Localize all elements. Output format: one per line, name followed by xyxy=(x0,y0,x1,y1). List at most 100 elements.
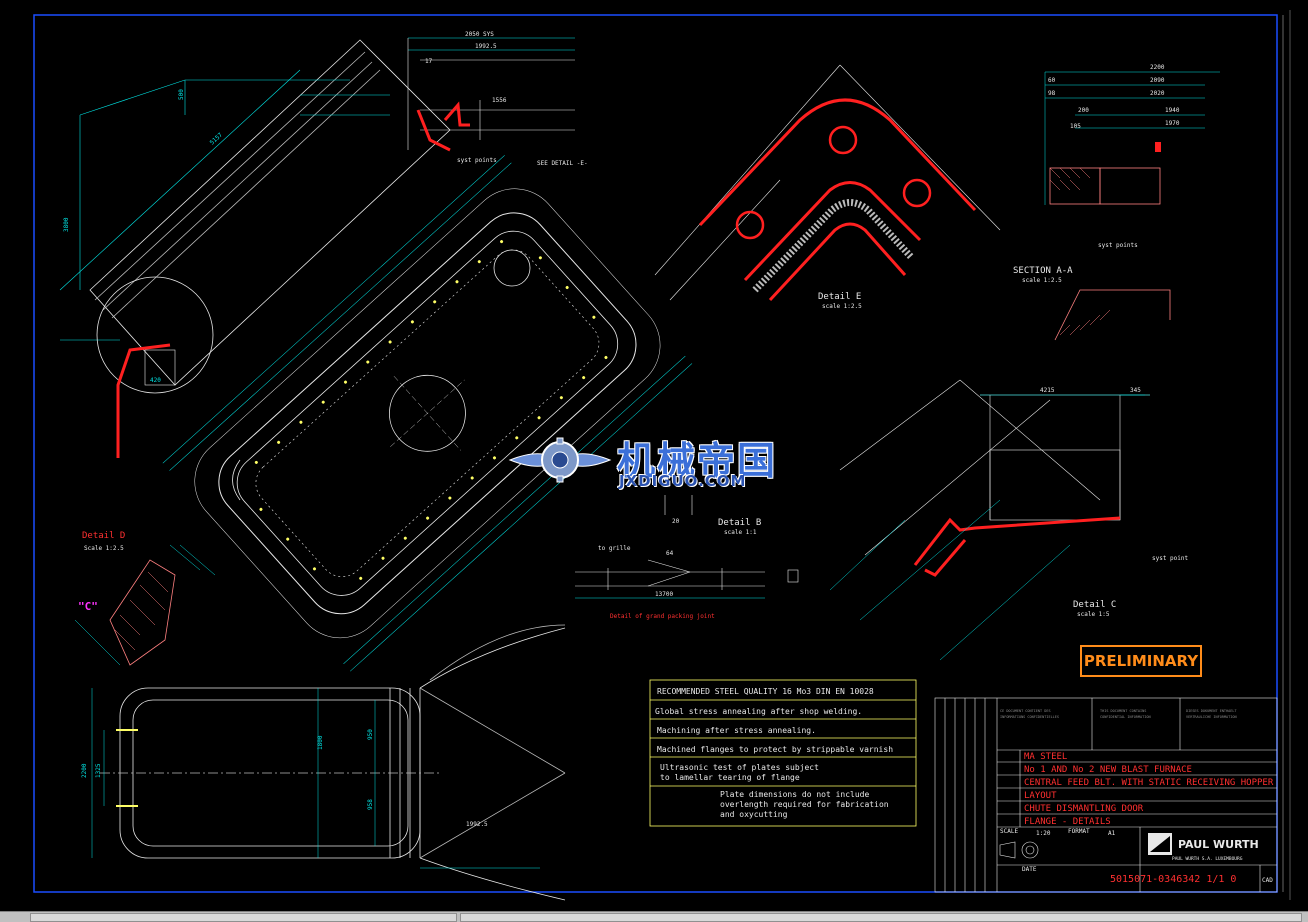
paul-wurth-logo xyxy=(1148,833,1172,855)
watermark-logo: 机械帝国 JXDIGUO.COM xyxy=(505,428,805,492)
tb-title1: CHUTE DISMANTLING DOOR xyxy=(1024,804,1144,814)
tb-system: CENTRAL FEED BLT. WITH STATIC RECEIVING … xyxy=(1024,778,1274,788)
section-aa-title: SECTION A-A xyxy=(1013,266,1073,276)
top-section xyxy=(407,37,575,150)
svg-text:CONFIDENTIAL INFORMATION: CONFIDENTIAL INFORMATION xyxy=(1100,715,1151,719)
detail-c xyxy=(829,379,1150,661)
label-to-grille: to grille xyxy=(598,545,631,552)
detail-c-title: Detail C xyxy=(1073,600,1116,610)
tb-date: DATE xyxy=(1022,866,1037,873)
note-4a: Ultrasonic test of plates subject xyxy=(660,763,819,772)
drawing-frame xyxy=(33,14,1278,893)
note-5b: overlength required for fabrication xyxy=(720,800,889,809)
detail-b-title: Detail B xyxy=(718,518,761,528)
dim-19925-top: 1992.5 xyxy=(475,43,497,50)
dim-345: 345 xyxy=(1130,387,1141,394)
label-gland-packing: Detail of grand packing joint xyxy=(610,613,715,620)
detail-e-title: Detail E xyxy=(818,292,861,302)
dim-4215: 4215 xyxy=(1040,387,1055,394)
note-3: Machined flanges to protect by strippabl… xyxy=(657,745,893,754)
svg-text:DIESES DOKUMENT ENTHAELT: DIESES DOKUMENT ENTHAELT xyxy=(1186,709,1237,713)
label-syst-point-c: syst point xyxy=(1152,555,1189,562)
red-profile-top xyxy=(443,101,470,127)
dim-1556: 1556 xyxy=(492,97,507,104)
dim-98: 98 xyxy=(1048,90,1056,97)
projection-symbol-icon xyxy=(999,841,1039,859)
dim-2090: 2090 xyxy=(1150,77,1165,84)
detail-e-scale: scale 1:2.5 xyxy=(822,303,862,310)
detail-b-scale: scale 1:1 xyxy=(724,529,757,536)
dim-1940: 1940 xyxy=(1165,107,1180,114)
detail-e xyxy=(654,64,1001,302)
tb-type: LAYOUT xyxy=(1024,791,1057,801)
tb-scale-value: 1:20 xyxy=(1036,830,1051,837)
svg-text:VERTRAULICHE INFORMATION: VERTRAULICHE INFORMATION xyxy=(1186,715,1237,719)
dim-950: 950 xyxy=(367,729,374,740)
dim-500: 500 xyxy=(178,89,185,100)
dim-1970: 1970 xyxy=(1165,120,1180,127)
tb-project: No 1 AND No 2 NEW BLAST FURNACE xyxy=(1024,765,1192,775)
tb-cad: CAD xyxy=(1262,877,1273,884)
tb-drawing-no: 5015071-0346342 1/1 0 xyxy=(1110,874,1236,885)
label-syst-points-aa: syst points xyxy=(1098,242,1138,249)
dim-19925-door: 1992.5 xyxy=(466,821,488,828)
detail-c-scale: scale 1:5 xyxy=(1077,611,1110,618)
note-4b: to lamellar tearing of flange xyxy=(660,773,800,782)
detail-circle-d xyxy=(96,276,214,394)
note-2: Machining after stress annealing. xyxy=(657,726,816,735)
red-profile-d xyxy=(116,343,171,458)
notes-block xyxy=(649,679,917,827)
tb-format-label: FORMAT xyxy=(1068,828,1090,835)
dim-60: 60 xyxy=(1048,77,1056,84)
dims-top-left xyxy=(59,69,390,341)
section-aa-scale: scale 1:2.5 xyxy=(1022,277,1062,284)
note-5a: Plate dimensions do not include xyxy=(720,790,869,799)
dim-958: 958 xyxy=(367,799,374,810)
dim-3800: 3800 xyxy=(63,217,70,232)
detail-d xyxy=(74,544,216,666)
dim-1800: 1800 xyxy=(317,735,324,750)
detail-d-title: Detail D xyxy=(82,531,125,541)
note-steel-quality: RECOMMENDED STEEL QUALITY 16 Mo3 DIN EN … xyxy=(657,687,874,696)
main-plate xyxy=(162,155,693,672)
status-bar xyxy=(0,911,1308,922)
plate-top-left xyxy=(89,39,451,386)
tb-title2: FLANGE - DETAILS xyxy=(1024,817,1111,827)
dim-64: 64 xyxy=(666,550,674,557)
tb-client: MA STEEL xyxy=(1024,752,1067,762)
note-1: Global stress annealing after shop weldi… xyxy=(655,707,862,716)
note-5c: and oxycutting xyxy=(720,810,788,819)
tb-company: PAUL WURTH xyxy=(1178,838,1259,851)
detail-d-scale: Scale 1:2.5 xyxy=(84,545,124,552)
title-block xyxy=(934,697,1278,893)
detail-circle-b xyxy=(493,249,531,287)
dim-105: 105 xyxy=(1070,123,1081,130)
dim-1325: 1325 xyxy=(95,763,102,778)
tb-scale-label: SCALE xyxy=(1000,828,1018,835)
svg-text:INFORMATIONS CONFIDENTIELLES: INFORMATIONS CONFIDENTIELLES xyxy=(1000,715,1059,719)
gear-wings-icon xyxy=(508,437,612,483)
dim-5157: 5157 xyxy=(209,131,225,146)
tb-company-sub: PAUL WURTH S.A. LUXEMBOURG xyxy=(1172,856,1243,862)
svg-text:CE DOCUMENT CONTIENT DES: CE DOCUMENT CONTIENT DES xyxy=(1000,709,1051,713)
label-syst-points-top: syst points xyxy=(457,157,497,164)
dim-13700: 13700 xyxy=(655,591,673,598)
label-see-detail-e: SEE DETAIL -E- xyxy=(537,160,588,167)
svg-text:THIS DOCUMENT CONTAINS: THIS DOCUMENT CONTAINS xyxy=(1100,709,1146,713)
detail-b xyxy=(575,495,799,599)
dim-2200-door: 2200 xyxy=(81,763,88,778)
dim-420: 420 xyxy=(150,377,161,384)
preliminary-stamp: PRELIMINARY xyxy=(1080,645,1202,677)
dim-2020: 2020 xyxy=(1150,90,1165,97)
dim-200: 200 xyxy=(1078,107,1089,114)
dim-2200: 2200 xyxy=(1150,64,1165,71)
watermark-en: JXDIGUO.COM xyxy=(619,472,747,490)
dim-2050sys: 2050 SYS xyxy=(465,31,494,38)
door-plan xyxy=(100,624,566,901)
watermark-cn: 机械帝国 xyxy=(617,439,778,483)
dim-17: 17 xyxy=(425,58,433,65)
detail-d-mark: "C" xyxy=(78,600,98,613)
section-aa xyxy=(1044,71,1220,341)
